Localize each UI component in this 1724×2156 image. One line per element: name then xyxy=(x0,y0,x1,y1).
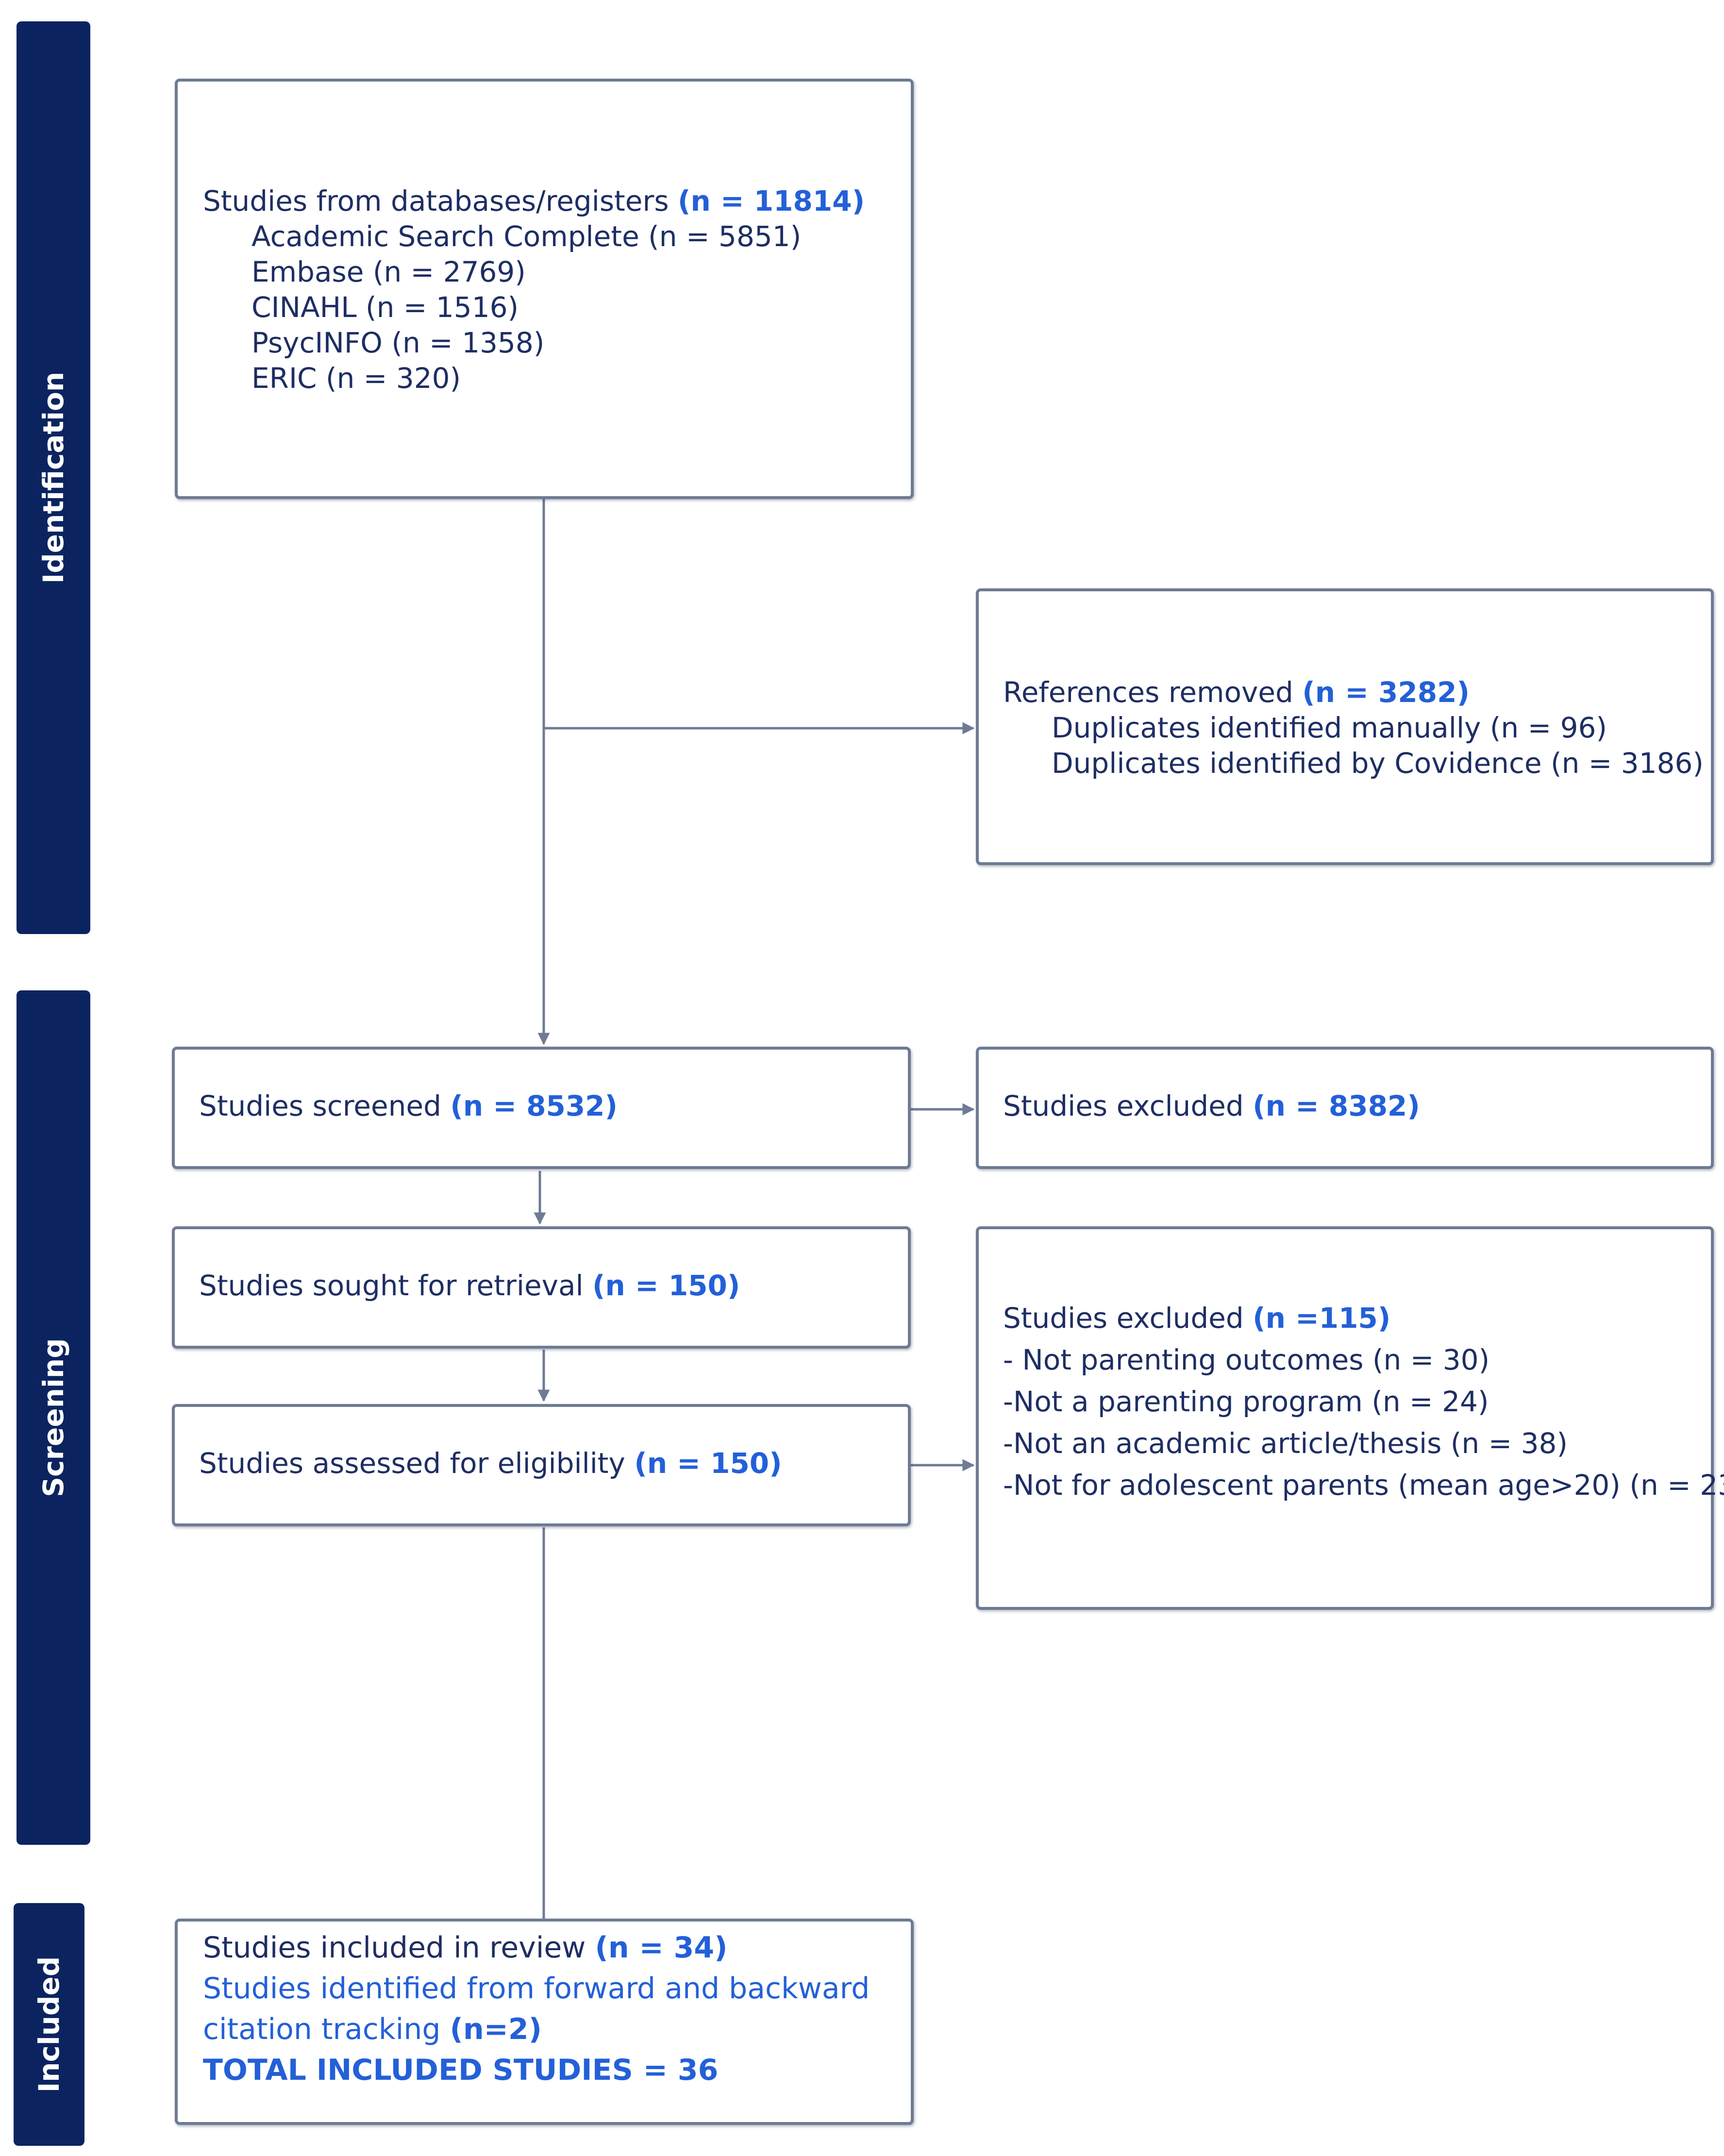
source-item: PsycINFO (n = 1358) xyxy=(251,326,545,359)
removed-item: Duplicates identified manually (n = 96) xyxy=(1052,711,1607,744)
removed-item: Duplicates identified by Covidence (n = … xyxy=(1052,747,1704,780)
included-title-line: Studies included in review (n = 34) xyxy=(203,1927,911,1968)
retrieval-line: Studies sought for retrieval (n = 150) xyxy=(199,1268,908,1304)
identification-title: Studies from databases/registers xyxy=(203,184,669,217)
included-count: (n = 34) xyxy=(595,1931,728,1965)
included-band: Included xyxy=(14,1903,84,2146)
screening-band: Screening xyxy=(17,990,90,1845)
eligibility-box: Studies assessed for eligibility (n = 15… xyxy=(172,1404,911,1526)
source-item: ERIC (n = 320) xyxy=(251,362,461,395)
included-title: Studies included in review xyxy=(203,1931,586,1965)
tracking-text-line2: citation tracking xyxy=(203,2012,441,2046)
screened-box: Studies screened (n = 8532) xyxy=(172,1047,911,1169)
identification-box: Studies from databases/registers (n = 11… xyxy=(175,79,914,499)
screened-line: Studies screened (n = 8532) xyxy=(199,1088,908,1124)
excluded-full-count: (n =115) xyxy=(1253,1302,1391,1335)
total-included: TOTAL INCLUDED STUDIES = 36 xyxy=(203,2053,719,2087)
tracking-text-line1: Studies identified from forward and back… xyxy=(203,1972,870,2006)
removed-box: References removed (n = 3282) Duplicates… xyxy=(976,588,1714,865)
identification-title-line: Studies from databases/registers (n = 11… xyxy=(203,184,911,219)
excluded-screen-title: Studies excluded xyxy=(1003,1089,1244,1122)
screened-title: Studies screened xyxy=(199,1089,441,1122)
tracking-count: (n=2) xyxy=(450,2012,542,2046)
eligibility-line: Studies assessed for eligibility (n = 15… xyxy=(199,1446,908,1481)
removed-count: (n = 3282) xyxy=(1302,676,1470,709)
eligibility-count: (n = 150) xyxy=(634,1447,782,1480)
exclusion-reason: -Not for adolescent parents (mean age>20… xyxy=(1003,1469,1724,1502)
removed-title-line: References removed (n = 3282) xyxy=(1003,675,1711,710)
identification-band: Identification xyxy=(17,21,90,934)
exclusion-reason: -Not an academic article/thesis (n = 38) xyxy=(1003,1427,1568,1460)
removed-title: References removed xyxy=(1003,676,1293,709)
excluded-full-title-line: Studies excluded (n =115) xyxy=(1003,1297,1711,1339)
tracking-text-line2-row: citation tracking (n=2) xyxy=(203,2009,911,2050)
retrieval-box: Studies sought for retrieval (n = 150) xyxy=(172,1226,911,1349)
exclusion-reason: -Not a parenting program (n = 24) xyxy=(1003,1385,1489,1418)
eligibility-title: Studies assessed for eligibility xyxy=(199,1447,625,1480)
retrieval-title: Studies sought for retrieval xyxy=(199,1269,584,1302)
exclusion-reason: - Not parenting outcomes (n = 30) xyxy=(1003,1343,1490,1376)
screened-count: (n = 8532) xyxy=(450,1089,618,1122)
excluded-screen-box: Studies excluded (n = 8382) xyxy=(976,1047,1714,1169)
identification-count: (n = 11814) xyxy=(678,184,865,217)
source-item: Embase (n = 2769) xyxy=(251,255,526,288)
excluded-screen-line: Studies excluded (n = 8382) xyxy=(1003,1088,1711,1124)
included-box: Studies included in review (n = 34) Stud… xyxy=(175,1919,914,2125)
excluded-full-title: Studies excluded xyxy=(1003,1302,1244,1335)
retrieval-count: (n = 150) xyxy=(592,1269,740,1302)
source-item: CINAHL (n = 1516) xyxy=(251,291,519,324)
source-item: Academic Search Complete (n = 5851) xyxy=(251,220,802,253)
excluded-full-box: Studies excluded (n =115) - Not parentin… xyxy=(976,1226,1724,1610)
excluded-screen-count: (n = 8382) xyxy=(1253,1089,1420,1122)
